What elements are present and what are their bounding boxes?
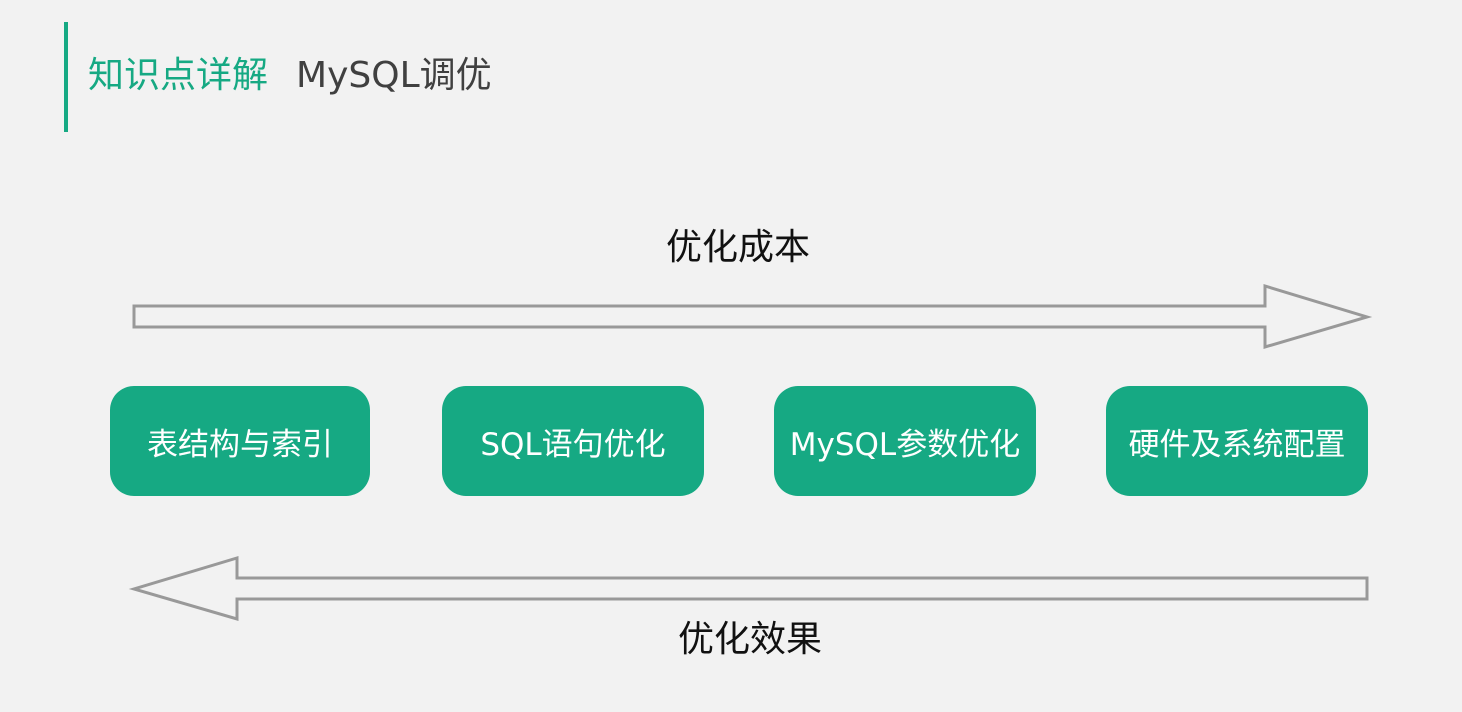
title-prefix: 知识点详解: [88, 55, 269, 96]
optimization-cost-label: 优化成本: [665, 227, 810, 268]
step-hardware-system-config: 硬件及系统配置: [1106, 386, 1368, 496]
optimization-effect-label: 优化效果: [677, 619, 822, 660]
step-label: 表结构与索引: [147, 426, 333, 463]
step-mysql-parameter-optimization: MySQL参数优化: [774, 386, 1036, 496]
step-table-structure-index: 表结构与索引: [110, 386, 370, 496]
step-label: MySQL参数优化: [789, 426, 1021, 463]
step-label: 硬件及系统配置: [1128, 426, 1346, 463]
arrow-left-icon: [128, 555, 1369, 621]
title-accent-bar: [64, 22, 68, 132]
page-title: 知识点详解 MySQL调优: [88, 52, 492, 100]
step-sql-statement-optimization: SQL语句优化: [442, 386, 704, 496]
arrow-right-icon: [132, 283, 1373, 350]
title-main: MySQL调优: [296, 55, 492, 96]
step-label: SQL语句优化: [480, 426, 666, 463]
